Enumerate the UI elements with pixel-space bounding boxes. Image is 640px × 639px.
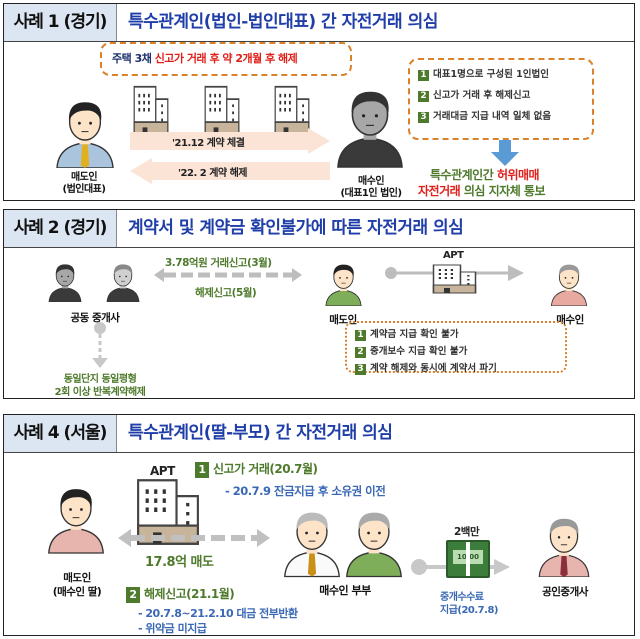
person-icon: [106, 264, 140, 303]
case2-report-bottom: 해제신고(5월): [195, 287, 257, 299]
cancel-arrow-left: [130, 158, 330, 184]
badge-1: 1: [418, 70, 429, 81]
dotted-down-arrow: [92, 322, 108, 368]
case2-seller-figure: [316, 262, 371, 307]
case2-agents-label: 공동 중개사: [70, 312, 120, 324]
note-prefix: 주택 3채: [112, 52, 152, 65]
badge-2: 2: [418, 91, 429, 102]
case2-header: 사례 2 (경기) 계약서 및 계약금 확인불가에 따른 자전거래 의심: [4, 210, 634, 248]
broker-figure: [532, 515, 596, 578]
buyers-label: 매수인 부부: [319, 584, 371, 597]
step1-detail: - 20.7.9 잔금지급 후 소유권 이전: [225, 484, 386, 498]
case1-note: 주택 3채 신고가 거래 후 약 2개월 후 해제: [112, 50, 298, 66]
case2-repeat-line2: 2회 이상 반복계약해제: [54, 387, 146, 398]
buyer-wife-figure: [340, 505, 408, 580]
buyer-husband-figure: [278, 505, 346, 580]
seller-corporate-rep-figure: [45, 98, 125, 169]
note-red: 신고가 거래 후 약 2개월 후 해제: [154, 52, 298, 65]
case4-seller-sub: (매수인 딸): [52, 586, 102, 598]
case1-arrow-right-label: '21.12 계약 체결: [172, 138, 245, 149]
case1-label: 사례 1 (경기): [4, 4, 117, 41]
money-bundle-icon: 10 00: [446, 540, 490, 578]
person-icon: [538, 518, 590, 578]
sale-label: 17.8억 매도: [145, 555, 214, 570]
broker-label: 공인중개사: [542, 586, 588, 598]
case4-seller-label: 매도인: [63, 572, 91, 584]
person-icon: [337, 91, 403, 168]
case1-result-line2: 자전거래 의심 지자체 통보: [418, 184, 546, 198]
down-arrow-icon: [491, 140, 519, 166]
fee-line1: 중개수수료: [440, 592, 484, 603]
fee-line2: 지급(20.7.8): [440, 605, 498, 616]
person-icon: [48, 264, 82, 303]
apartment-building-icon: [432, 264, 477, 294]
case2-panel: 사례 2 (경기) 계약서 및 계약금 확인불가에 따른 자전거래 의심: [3, 209, 635, 399]
step2-detail: - 20.7.8~21.2.10 대금 전부반환: [138, 607, 298, 620]
case2-label: 사례 2 (경기): [4, 210, 117, 247]
double-dashed-arrow: [154, 268, 302, 282]
contract-arrow-right: [130, 128, 330, 154]
sale-double-arrow: [118, 529, 270, 547]
building-shape: [432, 264, 477, 294]
case1-buyer-label: 매수인: [357, 176, 385, 187]
person-icon: [56, 102, 114, 169]
case1-arrow-left-label: '22. 2 계약 해제: [178, 168, 247, 179]
agent-male-figure: [44, 262, 86, 303]
buyer-corporation-figure: [330, 86, 410, 168]
case2-report-top: 3.78억원 거래신고(3월): [165, 257, 272, 269]
case1-header: 사례 1 (경기) 특수관계인(법인-법인대표) 간 자전거래 의심: [4, 4, 634, 42]
agent-female-figure: [102, 262, 144, 303]
case1-title: 특수관계인(법인-법인대표) 간 자전거래 의심: [128, 12, 438, 32]
person-icon: [284, 512, 340, 578]
step2-detail: - 위약금 미지급: [138, 622, 207, 635]
case2-buyer-figure: [543, 262, 595, 307]
case1-seller-label: 매도인: [70, 172, 98, 183]
case1-note-box: [100, 42, 352, 76]
person-icon: [48, 489, 104, 554]
person-icon: [346, 512, 402, 578]
badge-3: 3: [418, 112, 429, 123]
case1-result-line1: 특수관계인간 허위매매: [430, 168, 540, 182]
case4-header: 사례 4 (서울) 특수관계인(딸-부모) 간 자전거래 의심: [4, 415, 634, 453]
case2-title: 계약서 및 계약금 확인불가에 따른 자전거래 의심: [128, 218, 464, 238]
fee-amount: 2백만: [454, 526, 480, 538]
case2-apt-label: APT: [443, 250, 464, 261]
case4-label: 사례 4 (서울): [4, 415, 117, 452]
case4-apt-label: APT: [150, 464, 175, 478]
person-icon: [550, 264, 588, 307]
case1-buyer-sub: (대표1인 법인): [340, 188, 402, 199]
case4-seller-daughter-figure: [42, 478, 110, 560]
case2-repeat-line1: 동일단지 동일평형: [63, 374, 137, 385]
case4-title: 특수관계인(딸-부모) 간 자전거래 의심: [128, 423, 393, 443]
person-icon: [325, 264, 362, 307]
case1-seller-sub: (법인대표): [62, 184, 106, 195]
